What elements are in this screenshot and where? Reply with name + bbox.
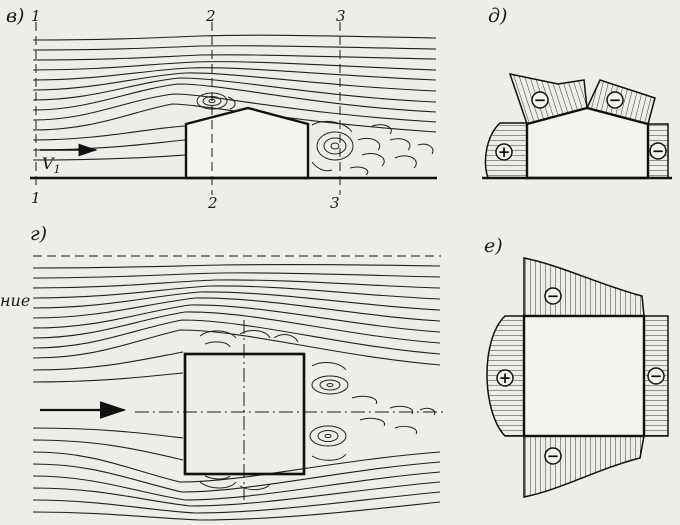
svg-text:+: +: [499, 369, 512, 387]
minus-sign-plan-top: −: [544, 287, 562, 305]
svg-text:−: −: [547, 287, 560, 305]
svg-text:−: −: [534, 91, 547, 109]
panel-v-label: в): [6, 5, 24, 27]
panel-g-side-eddies: [199, 330, 299, 491]
section-2-bottom-label: 2: [207, 194, 218, 212]
panel-g-label: г): [30, 223, 47, 245]
panel-g-streamlines-upper: [32, 264, 441, 383]
svg-text:−: −: [652, 142, 665, 160]
panel-e-plan-pressure: е) + − − −: [484, 235, 669, 498]
section-3-bottom-label: 3: [330, 194, 340, 212]
svg-text:−: −: [547, 447, 560, 465]
panel-g-wake-eddies: [309, 362, 436, 461]
panel-v-wake-eddies: [311, 121, 434, 176]
panel-g-plan-flow: г) ние: [0, 223, 446, 521]
cut-off-word: ние: [0, 291, 30, 310]
minus-sign-plan-bottom: −: [544, 447, 562, 465]
panel-g-building-outline: [183, 352, 306, 476]
svg-text:−: −: [650, 367, 663, 385]
svg-text:+: +: [498, 143, 511, 161]
panel-g-streamlines-lower: [32, 427, 441, 521]
minus-sign-plan-leeward: −: [647, 367, 665, 385]
minus-sign-roof-right: −: [606, 91, 624, 109]
section-2-top-label: 2: [205, 7, 216, 25]
plus-sign-windward: +: [495, 143, 513, 161]
panel-d-building: [525, 106, 650, 180]
section-1-top-label: 1: [31, 7, 41, 25]
pressure-bottom-region: [523, 435, 645, 498]
panel-e-building-plan: [522, 314, 646, 438]
section-3-top-label: 3: [336, 7, 346, 25]
panel-g-building-plan: [183, 352, 306, 476]
panel-d-label: д): [488, 5, 507, 27]
panel-v-building: [184, 106, 310, 180]
panel-d-side-pressure: д) + − − −: [482, 5, 672, 180]
minus-sign-leeward: −: [649, 142, 667, 160]
panel-e-label: е): [484, 235, 503, 257]
section-1-bottom-label: 1: [31, 189, 41, 207]
svg-text:−: −: [609, 91, 622, 109]
plus-sign-plan-windward: +: [496, 369, 514, 387]
pressure-top-region: [523, 257, 645, 317]
velocity-label: V1: [42, 154, 61, 176]
minus-sign-roof-left: −: [531, 91, 549, 109]
panel-v-side-flow: в): [6, 5, 437, 212]
